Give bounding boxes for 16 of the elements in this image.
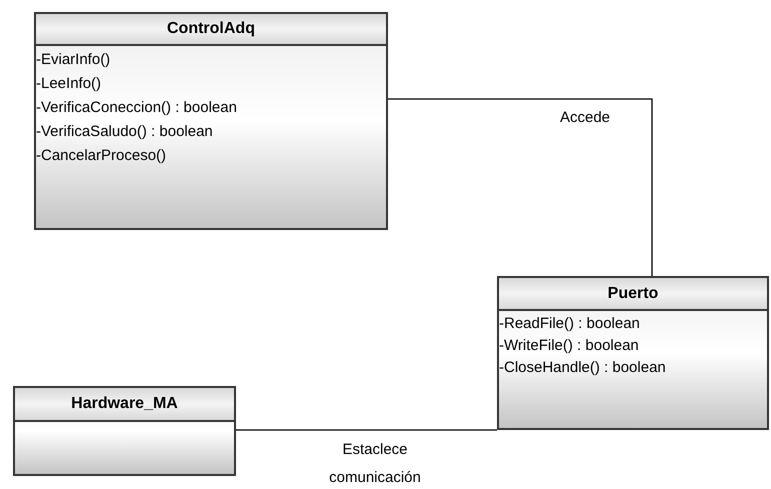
method-text: -LeeInfo() (36, 74, 102, 94)
method-text: -EviarInfo() (36, 50, 110, 70)
method-text: -ReadFile() : boolean (499, 314, 640, 334)
class-name: Puerto (608, 284, 658, 304)
association-line (236, 429, 497, 431)
class-box (34, 12, 388, 230)
method-text: -WriteFile() : boolean (499, 336, 639, 356)
class-box (13, 386, 236, 476)
method-text: -CloseHandle() : boolean (499, 358, 666, 378)
method-text: -CancelarProceso() (36, 146, 166, 166)
association-line (388, 98, 653, 276)
class-box (497, 276, 769, 430)
method-text: -VerificaSaludo() : boolean (36, 122, 213, 142)
class-name: Hardware_MA (71, 394, 178, 414)
class-name: ControlAdq (167, 19, 255, 39)
method-text: -VerificaConeccion() : boolean (36, 98, 237, 118)
